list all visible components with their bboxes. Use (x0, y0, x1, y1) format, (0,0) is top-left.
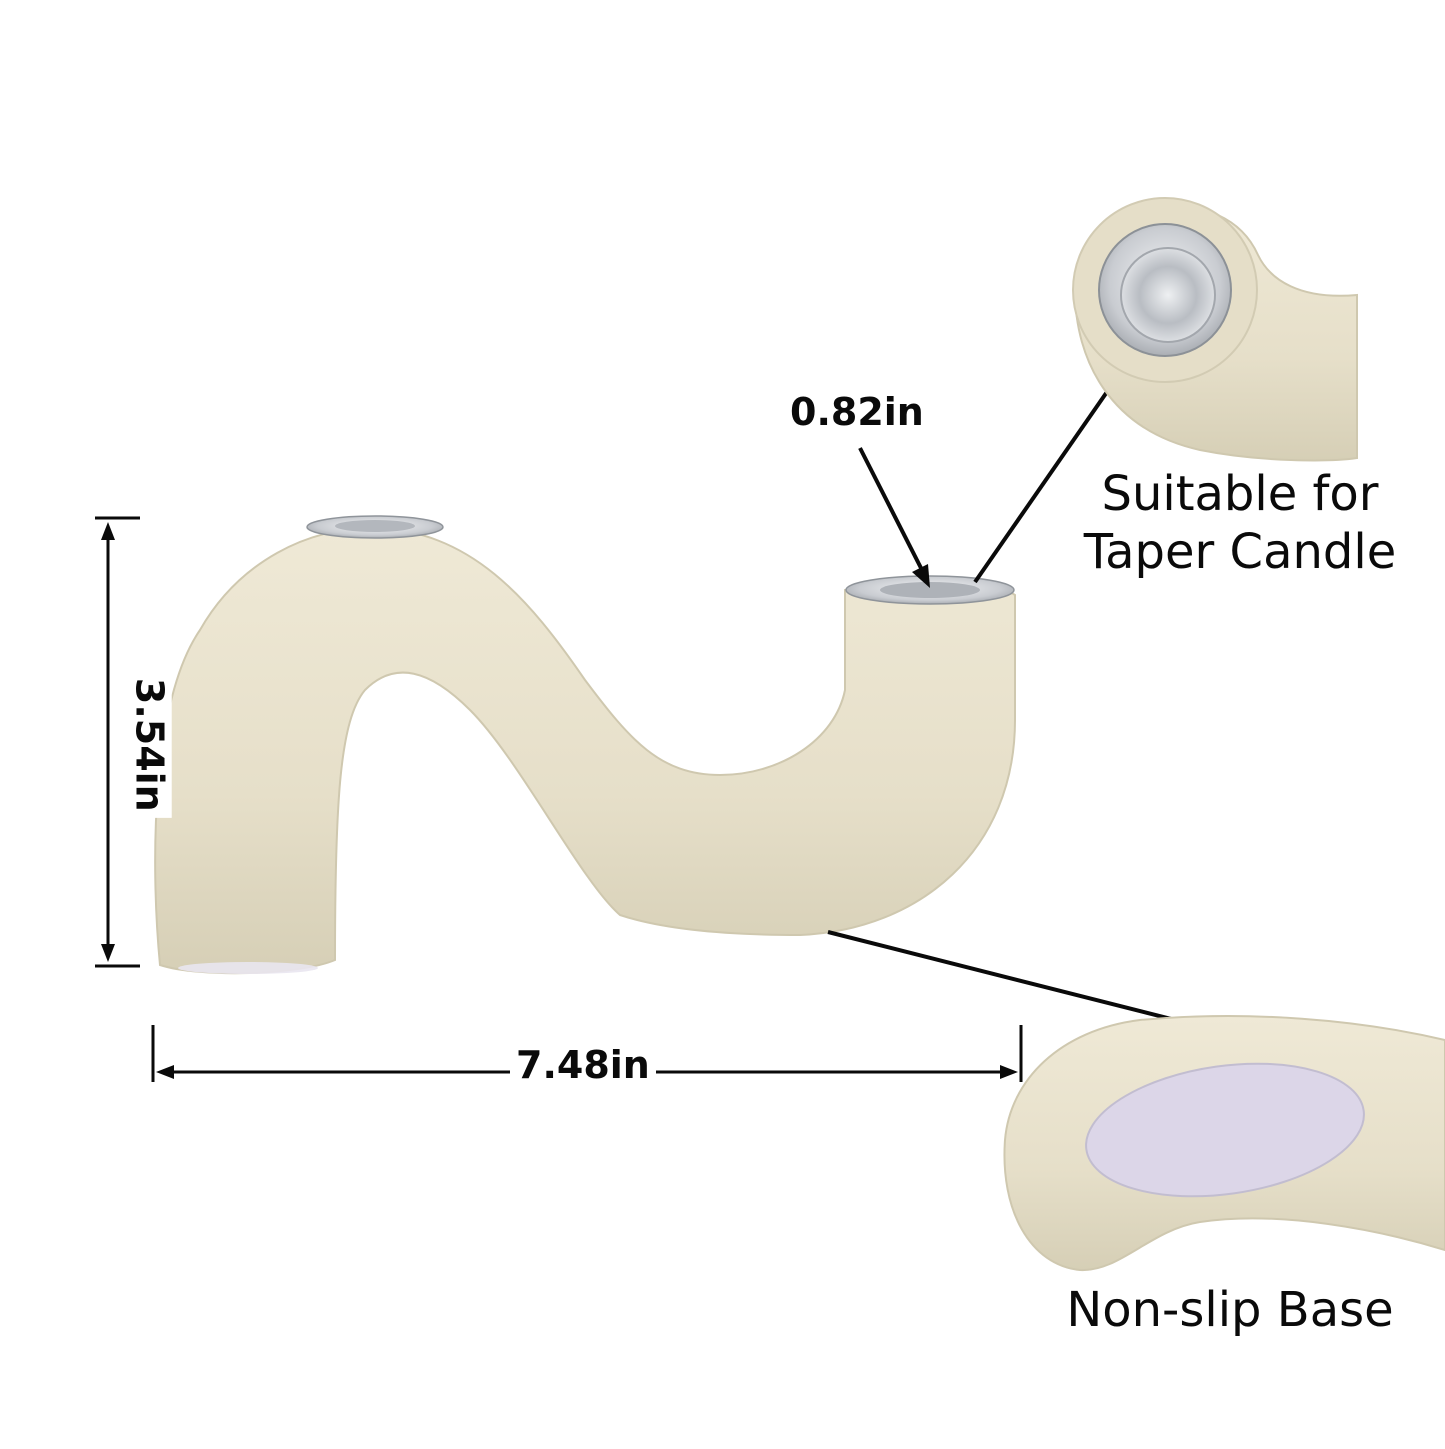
left-candle-cup-hole (335, 520, 415, 532)
diameter-arrow (858, 447, 930, 588)
height-label: 3.54in (126, 671, 172, 818)
width-label: 7.48in (510, 1043, 656, 1089)
candle-holder-main (154, 515, 1016, 975)
base-callout-line (827, 930, 1196, 1027)
height-dimension (95, 516, 140, 968)
non-slip-pad (1085, 1062, 1365, 1198)
taper-candle-caption: Suitable for Taper Candle (1040, 466, 1440, 581)
left-base-pad-edge (178, 962, 318, 974)
taper-caption-line1: Suitable for (1101, 466, 1379, 522)
diameter-label: 0.82in (790, 390, 924, 436)
non-slip-base-caption: Non-slip Base (1066, 1282, 1394, 1338)
taper-caption-line2: Taper Candle (1083, 523, 1397, 580)
taper-cup-inset (1072, 197, 1358, 462)
right-candle-cup-hole (880, 582, 980, 598)
base-inset (1003, 1015, 1445, 1272)
taper-inset-cup-hole (1120, 247, 1216, 343)
